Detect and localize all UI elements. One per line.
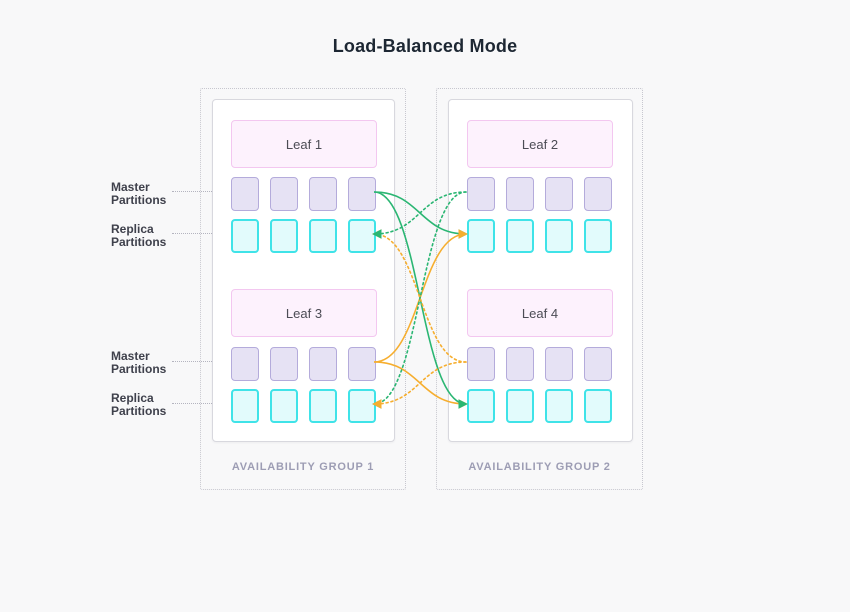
- replica-partitions-label-leaf1: Replica Partitions: [111, 222, 167, 249]
- availability-group-1-caption: AVAILABILITY GROUP 1: [231, 461, 375, 473]
- availability-group-2: Leaf 2 Leaf 4 AVAILABILITY GROUP 2: [436, 88, 643, 490]
- replica-partition: [348, 389, 376, 423]
- leaf-3-replica-partitions-row: [231, 389, 376, 423]
- availability-group-1: Leaf 1 Leaf 3 AVAILABILITY GROUP 1: [200, 88, 406, 490]
- master-partition: [309, 177, 337, 211]
- master-partition: [309, 347, 337, 381]
- master-partition: [506, 347, 534, 381]
- replica-partitions-label-leaf3: Replica Partitions: [111, 391, 167, 418]
- master-partition: [467, 347, 495, 381]
- leader-line-replica-leaf3: [172, 403, 230, 404]
- leaf-2-header: Leaf 2: [467, 120, 613, 168]
- leaf-3-header: Leaf 3: [231, 289, 377, 337]
- replica-partition: [309, 219, 337, 253]
- leaf-card-group1: Leaf 1 Leaf 3: [212, 99, 395, 442]
- leaf-1-master-partitions-row: [231, 177, 376, 211]
- leaf-card-group2: Leaf 2 Leaf 4: [448, 99, 633, 442]
- replica-partition: [270, 389, 298, 423]
- leader-line-master-leaf3: [172, 361, 230, 362]
- leaf-1-header: Leaf 1: [231, 120, 377, 168]
- leader-line-replica-leaf1: [172, 233, 230, 234]
- master-partition: [545, 347, 573, 381]
- replica-partition: [467, 389, 495, 423]
- master-partition: [467, 177, 495, 211]
- replica-partition: [348, 219, 376, 253]
- master-partition: [584, 347, 612, 381]
- replica-partition: [545, 219, 573, 253]
- master-partitions-label-leaf1: Master Partitions: [111, 180, 167, 207]
- master-partition: [584, 177, 612, 211]
- leaf-3-master-partitions-row: [231, 347, 376, 381]
- availability-group-2-caption: AVAILABILITY GROUP 2: [468, 461, 611, 473]
- replica-partition: [231, 219, 259, 253]
- master-partition: [231, 177, 259, 211]
- leaf-4-header: Leaf 4: [467, 289, 613, 337]
- diagram-title: Load-Balanced Mode: [332, 36, 518, 56]
- master-partition: [270, 177, 298, 211]
- leader-line-master-leaf1: [172, 191, 230, 192]
- master-partition: [545, 177, 573, 211]
- master-partitions-label-leaf3: Master Partitions: [111, 349, 167, 376]
- leaf-1-replica-partitions-row: [231, 219, 376, 253]
- replica-partition: [584, 389, 612, 423]
- leaf-2-master-partitions-row: [467, 177, 612, 211]
- leaf-4-replica-partitions-row: [467, 389, 612, 423]
- replica-partition: [231, 389, 259, 423]
- replica-partition: [309, 389, 337, 423]
- master-partition: [348, 177, 376, 211]
- leaf-2-replica-partitions-row: [467, 219, 612, 253]
- master-partition: [270, 347, 298, 381]
- master-partition: [506, 177, 534, 211]
- replica-partition: [270, 219, 298, 253]
- master-partition: [231, 347, 259, 381]
- replica-partition: [467, 219, 495, 253]
- replica-partition: [506, 219, 534, 253]
- replica-partition: [506, 389, 534, 423]
- replica-partition: [545, 389, 573, 423]
- leaf-4-master-partitions-row: [467, 347, 612, 381]
- replica-partition: [584, 219, 612, 253]
- master-partition: [348, 347, 376, 381]
